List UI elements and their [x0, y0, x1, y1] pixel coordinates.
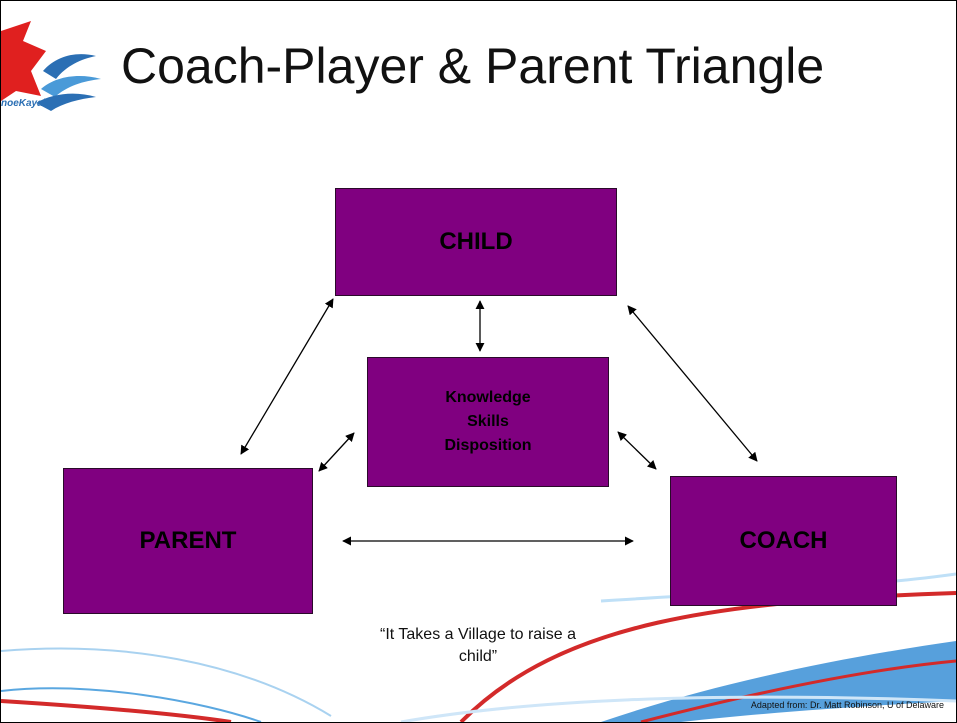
- swoosh-red-right: [640, 659, 956, 722]
- node-child-label: CHILD: [439, 228, 513, 255]
- slide-title: Coach-Player & Parent Triangle: [121, 38, 825, 94]
- arrow-center-coach: [617, 431, 657, 470]
- node-coach-label: COACH: [739, 527, 828, 554]
- node-center-label-disposition: Disposition: [444, 437, 532, 454]
- node-knowledge-skills-disposition: Knowledge Skills Disposition: [367, 357, 609, 487]
- logo-text: noeKayak: [1, 98, 49, 109]
- node-parent: PARENT: [63, 468, 313, 614]
- arrow-center-parent: [318, 432, 355, 472]
- arrow-child-parent: [240, 298, 334, 455]
- paddle-wave-1: [43, 54, 96, 79]
- paddle-wave-2: [41, 76, 101, 97]
- node-parent-label: PARENT: [139, 527, 237, 554]
- swoosh-red-left: [1, 699, 232, 722]
- source-credit: Adapted from: Dr. Matt Robinson, U of De…: [750, 700, 944, 710]
- node-center-label-knowledge: Knowledge: [445, 389, 531, 406]
- village-quote: “It Takes a Village to raise a child”: [380, 626, 576, 665]
- swoosh-light-blue-left: [1, 647, 332, 717]
- maple-leaf-shape: [1, 21, 46, 101]
- node-coach: COACH: [670, 476, 897, 606]
- paddle-wave-3: [36, 93, 96, 111]
- swoosh-light-blue-bottom: [400, 695, 956, 722]
- node-child: CHILD: [335, 188, 617, 296]
- canoe-kayak-logo: [1, 21, 101, 111]
- swoosh-blue-band: [601, 641, 956, 722]
- swoosh-blue-left: [1, 687, 262, 722]
- node-center-label-skills: Skills: [467, 413, 509, 430]
- arrow-child-coach: [627, 305, 758, 462]
